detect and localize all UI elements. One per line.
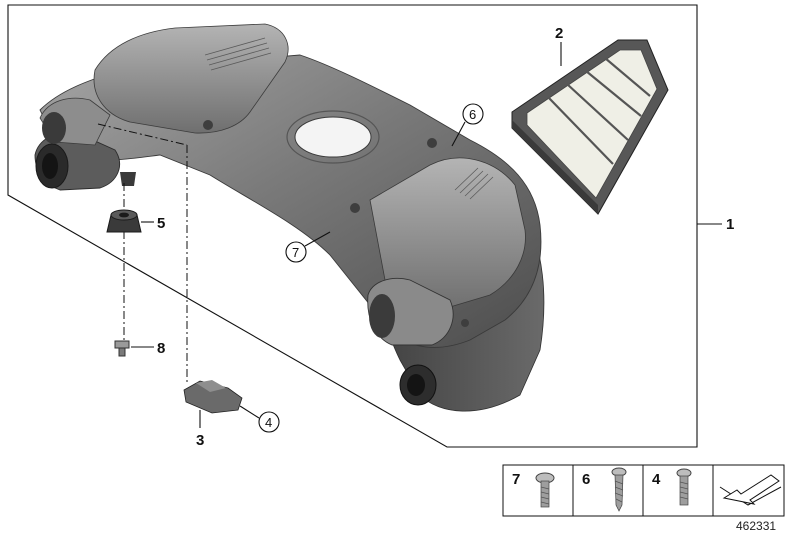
- bolt-c: [350, 203, 360, 213]
- block-ribs: [454, 167, 494, 200]
- callout-4: 4: [265, 415, 272, 430]
- callout-3: 3: [196, 432, 204, 449]
- diagram-number: 462331: [736, 519, 776, 533]
- lower-outlet-inner: [407, 374, 425, 396]
- filter-frame-side: [512, 120, 598, 214]
- intake-sensor[interactable]: [183, 380, 243, 414]
- legend-label-6: 6: [582, 471, 590, 488]
- assembly-frame: [7, 4, 698, 448]
- housing-center-opening: [294, 116, 372, 158]
- callout-2: 2: [555, 25, 563, 42]
- legend-label-4: 4: [652, 471, 661, 488]
- housing-bottom-nipple: [120, 172, 136, 186]
- dash-line-top: [97, 123, 188, 146]
- filter-media: [526, 49, 658, 199]
- air-filter-element[interactable]: [511, 39, 669, 215]
- right-outlet-opening: [369, 294, 395, 338]
- bolt-b: [427, 138, 437, 148]
- bolt-a: [203, 120, 213, 130]
- air-filter-housing[interactable]: [34, 23, 545, 412]
- nut-hole: [119, 212, 129, 218]
- sensor-top: [196, 380, 226, 392]
- leader-4: [239, 405, 260, 419]
- screw-6-icon: [611, 467, 627, 512]
- lid-ribs: [204, 37, 272, 71]
- bolt-d: [461, 319, 469, 327]
- callout-8: 8: [157, 340, 165, 357]
- left-snout-opening: [42, 112, 66, 144]
- leader-6: [451, 121, 466, 147]
- left-intake-inner: [42, 153, 58, 179]
- callout-7: 7: [292, 245, 299, 260]
- callout-1: 1: [726, 216, 734, 233]
- leader-7: [304, 231, 331, 247]
- filter-pleat-lines: [547, 57, 651, 165]
- rubber-nut[interactable]: [106, 209, 142, 233]
- stud-shaft: [118, 347, 126, 357]
- stud-bolt[interactable]: [114, 340, 130, 357]
- orientation-arrow-icon: [719, 474, 782, 506]
- screw-4-icon: [676, 468, 692, 506]
- stud-head: [114, 340, 130, 349]
- screw-legend: 7 6 4: [502, 464, 785, 517]
- callout-4-circle: [258, 411, 280, 433]
- housing-lid: [93, 23, 289, 134]
- legend-label-7: 7: [512, 471, 520, 488]
- callout-6: 6: [469, 107, 476, 122]
- callout-6-circle: [462, 103, 484, 125]
- callout-7-circle: [285, 241, 307, 263]
- callout-5: 5: [157, 215, 165, 232]
- opening-rim: [286, 110, 380, 164]
- screw-7-icon: [535, 472, 555, 508]
